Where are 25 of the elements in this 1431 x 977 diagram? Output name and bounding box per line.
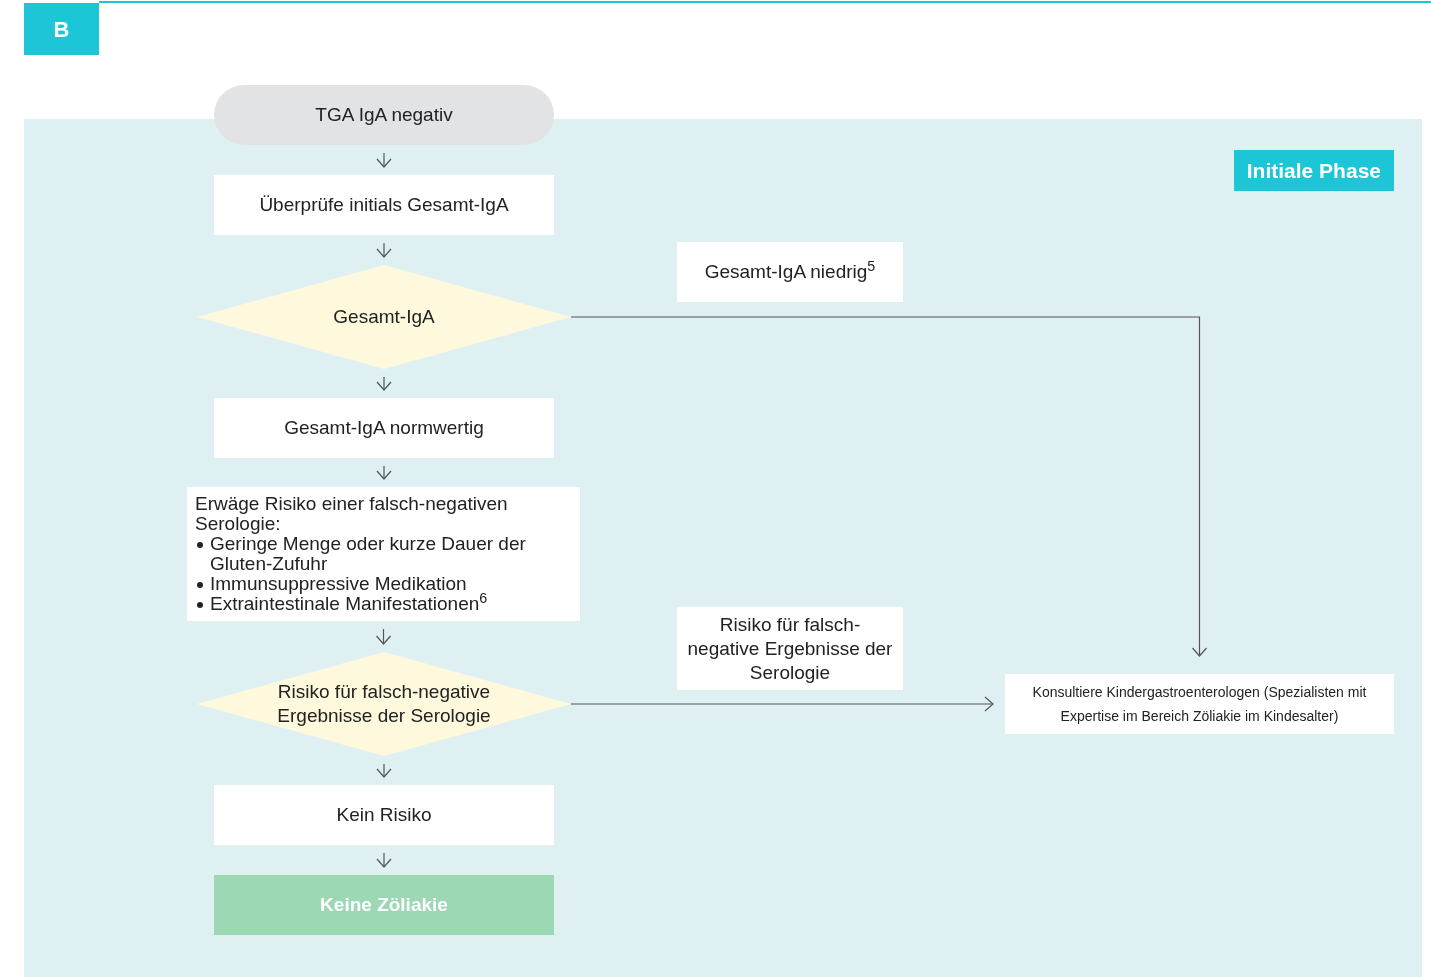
start-terminal: TGA IgA negativ: [214, 85, 554, 145]
section-tag: B: [24, 3, 99, 55]
condition-box: Risiko für falsch-negative Ergebnisse der Serologie: [677, 607, 903, 690]
process-box: Überprüfe initials Gesamt-IgA: [214, 175, 554, 235]
decision-text: Gesamt-IgA: [333, 306, 435, 327]
arrow: [570, 696, 994, 712]
result-box: Keine Zöliakie: [214, 875, 554, 935]
arrow: [376, 376, 392, 391]
decision-text: Risiko für falsch-negative Ergebnisse der Serologie: [277, 681, 491, 726]
checklist-box: [187, 487, 580, 621]
bullet-item: Extraintestinale Manifestationen$^{6}$: [195, 594, 572, 614]
arrow: [376, 465, 392, 480]
arrow: [375, 628, 392, 645]
checklist-heading: Erwäge Risiko einer falsch-negativen Serologie:: [195, 494, 509, 534]
condition-box: Gesamt-IgA niedrig$^{5}$: [677, 242, 903, 302]
bullet-item: Immunsuppressive Medikation: [195, 574, 572, 594]
referral-box: Konsultiere Kindergastroenterologen (Spezialisten mit Expertise im Bereich Zöliakie im Kindesalter): [1005, 674, 1394, 734]
arrow: [376, 242, 392, 258]
arrow: [570, 316, 1208, 657]
arrow: [376, 152, 392, 168]
arrow: [376, 763, 392, 778]
arrow: [376, 852, 392, 868]
process-box: Gesamt-IgA normwertig: [214, 398, 554, 458]
bullet-item: Geringe Menge oder kurze Dauer der Gluten-Zufuhr: [195, 534, 572, 574]
process-box: Kein Risiko: [214, 785, 554, 845]
